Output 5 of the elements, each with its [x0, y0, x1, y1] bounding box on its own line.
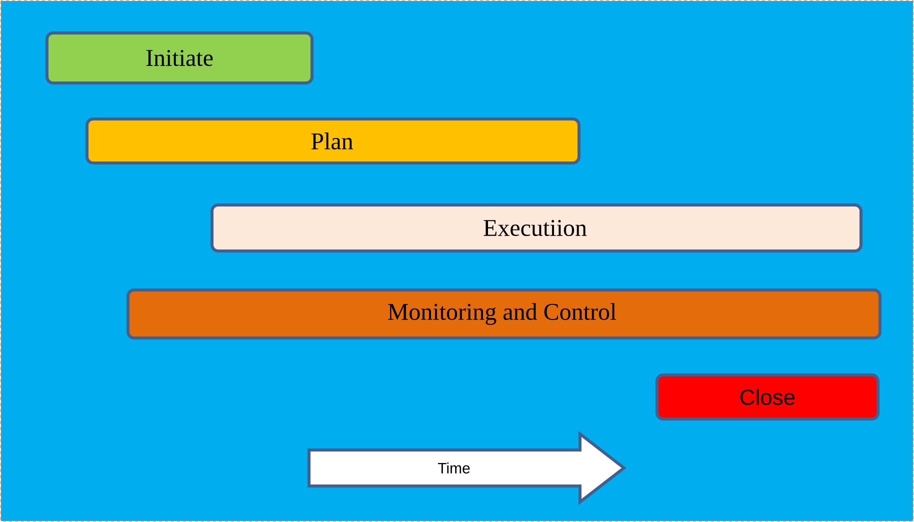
phase-bar: Initiate [46, 32, 314, 84]
phase-bar: Executiion [210, 204, 862, 252]
phase-bar: Plan [86, 118, 580, 164]
phase-bar: Close [656, 374, 880, 420]
phase-bar: Monitoring and Control [126, 288, 882, 340]
